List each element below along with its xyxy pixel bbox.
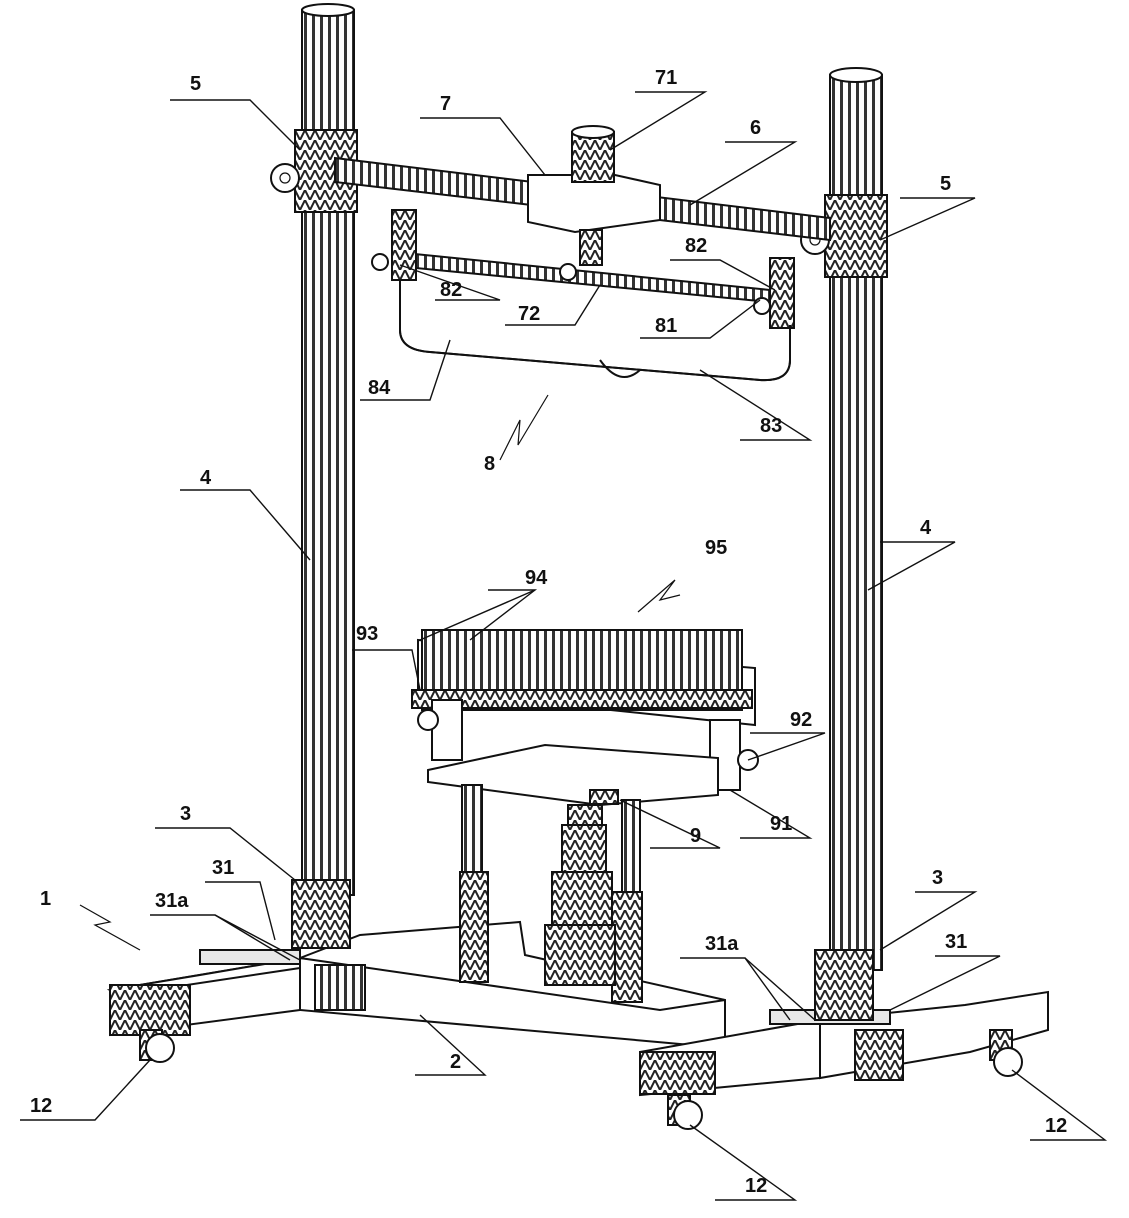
label-12-center: 12 <box>745 1175 767 1197</box>
label-31-left: 31 <box>212 857 234 879</box>
callout-labels: 5 7 71 6 5 82 82 72 81 84 83 8 4 4 95 94… <box>30 67 1067 1197</box>
arrow-8 <box>499 394 549 461</box>
caster-rear-right <box>989 1029 1023 1077</box>
caster-front-center <box>667 1094 703 1130</box>
label-95: 95 <box>705 537 727 559</box>
leader-lines <box>20 91 1108 1201</box>
caster-front-left <box>139 1029 175 1063</box>
label-31a-left: 31a <box>155 890 189 912</box>
label-4-right: 4 <box>920 517 932 539</box>
label-94: 94 <box>525 567 548 589</box>
label-82-right: 82 <box>685 235 707 257</box>
label-8: 8 <box>484 453 495 475</box>
arrow-1 <box>79 904 141 951</box>
label-83: 83 <box>760 415 782 437</box>
label-72: 72 <box>518 303 540 325</box>
label-81: 81 <box>655 315 677 337</box>
label-31a-right: 31a <box>705 933 739 955</box>
right-column <box>800 67 888 1021</box>
label-84: 84 <box>368 377 391 399</box>
label-31-right: 31 <box>945 931 967 953</box>
left-column <box>270 3 358 949</box>
label-71: 71 <box>655 67 677 89</box>
label-82-left: 82 <box>440 279 462 301</box>
label-6: 6 <box>750 117 761 139</box>
label-12-right: 12 <box>1045 1115 1067 1137</box>
label-9: 9 <box>690 825 701 847</box>
base-frame <box>106 920 1049 1097</box>
seat-assembly <box>411 629 759 1003</box>
crossbar <box>334 125 831 266</box>
suspension-arm <box>371 209 795 382</box>
label-3-left: 3 <box>180 803 191 825</box>
arrow-95 <box>637 579 681 613</box>
label-1: 1 <box>40 888 51 910</box>
label-4-left: 4 <box>200 467 212 489</box>
label-92: 92 <box>790 709 812 731</box>
label-7: 7 <box>440 93 451 115</box>
label-2: 2 <box>450 1051 461 1073</box>
label-91: 91 <box>770 813 792 835</box>
label-5-right: 5 <box>940 173 951 195</box>
label-3-right: 3 <box>932 867 943 889</box>
label-12-left: 12 <box>30 1095 52 1117</box>
label-93: 93 <box>356 623 378 645</box>
label-5-left: 5 <box>190 73 201 95</box>
